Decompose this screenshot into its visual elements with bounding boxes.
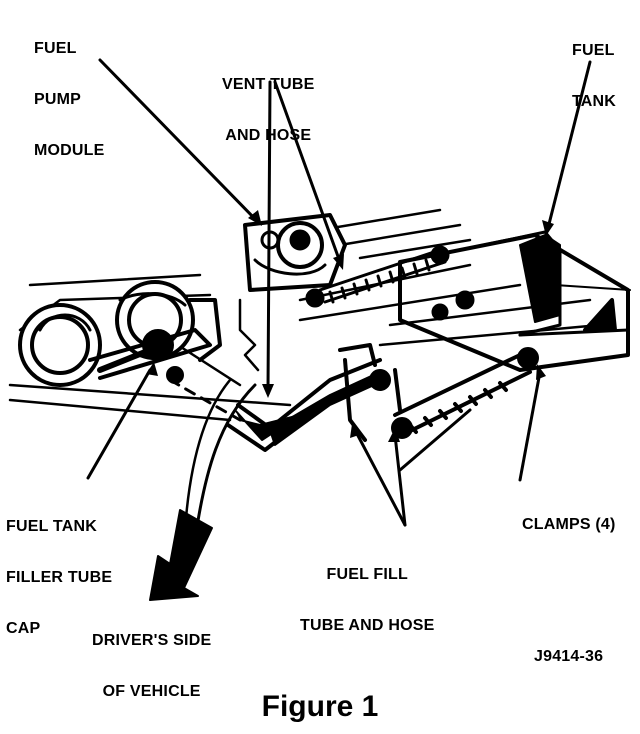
hidden-line — [168, 378, 242, 422]
vent-hose — [305, 245, 475, 321]
tank-crossmember — [238, 208, 602, 372]
fuel-pump-module — [243, 213, 347, 292]
label-clamps: CLAMPS (4) — [522, 516, 616, 533]
leader-lines — [86, 58, 592, 527]
label-fuel-fill-tube-and-hose: FUEL FILL TUBE AND HOSE — [300, 566, 435, 634]
figure-caption: Figure 1 — [261, 690, 379, 723]
label-fuel-pump-module: FUEL PUMP MODULE — [34, 40, 105, 159]
body-contour — [193, 383, 257, 542]
label-vent-tube-and-hose: VENT TUBE AND HOSE — [222, 76, 315, 144]
label-fuel-tank: FUEL TANK — [572, 42, 617, 110]
label-filler-tube-cap: FUEL TANK FILLER TUBE CAP — [6, 518, 113, 637]
body-contour-inner — [183, 378, 232, 532]
fuel-fill-tube — [226, 343, 539, 452]
drivers-side-arrow — [149, 509, 213, 601]
label-drivers-side-of-vehicle: DRIVER'S SIDE OF VEHICLE — [92, 632, 212, 700]
part-number: J9414-36 — [534, 648, 604, 665]
arrowheads — [146, 210, 554, 442]
filler-neck-assembly — [18, 280, 222, 387]
